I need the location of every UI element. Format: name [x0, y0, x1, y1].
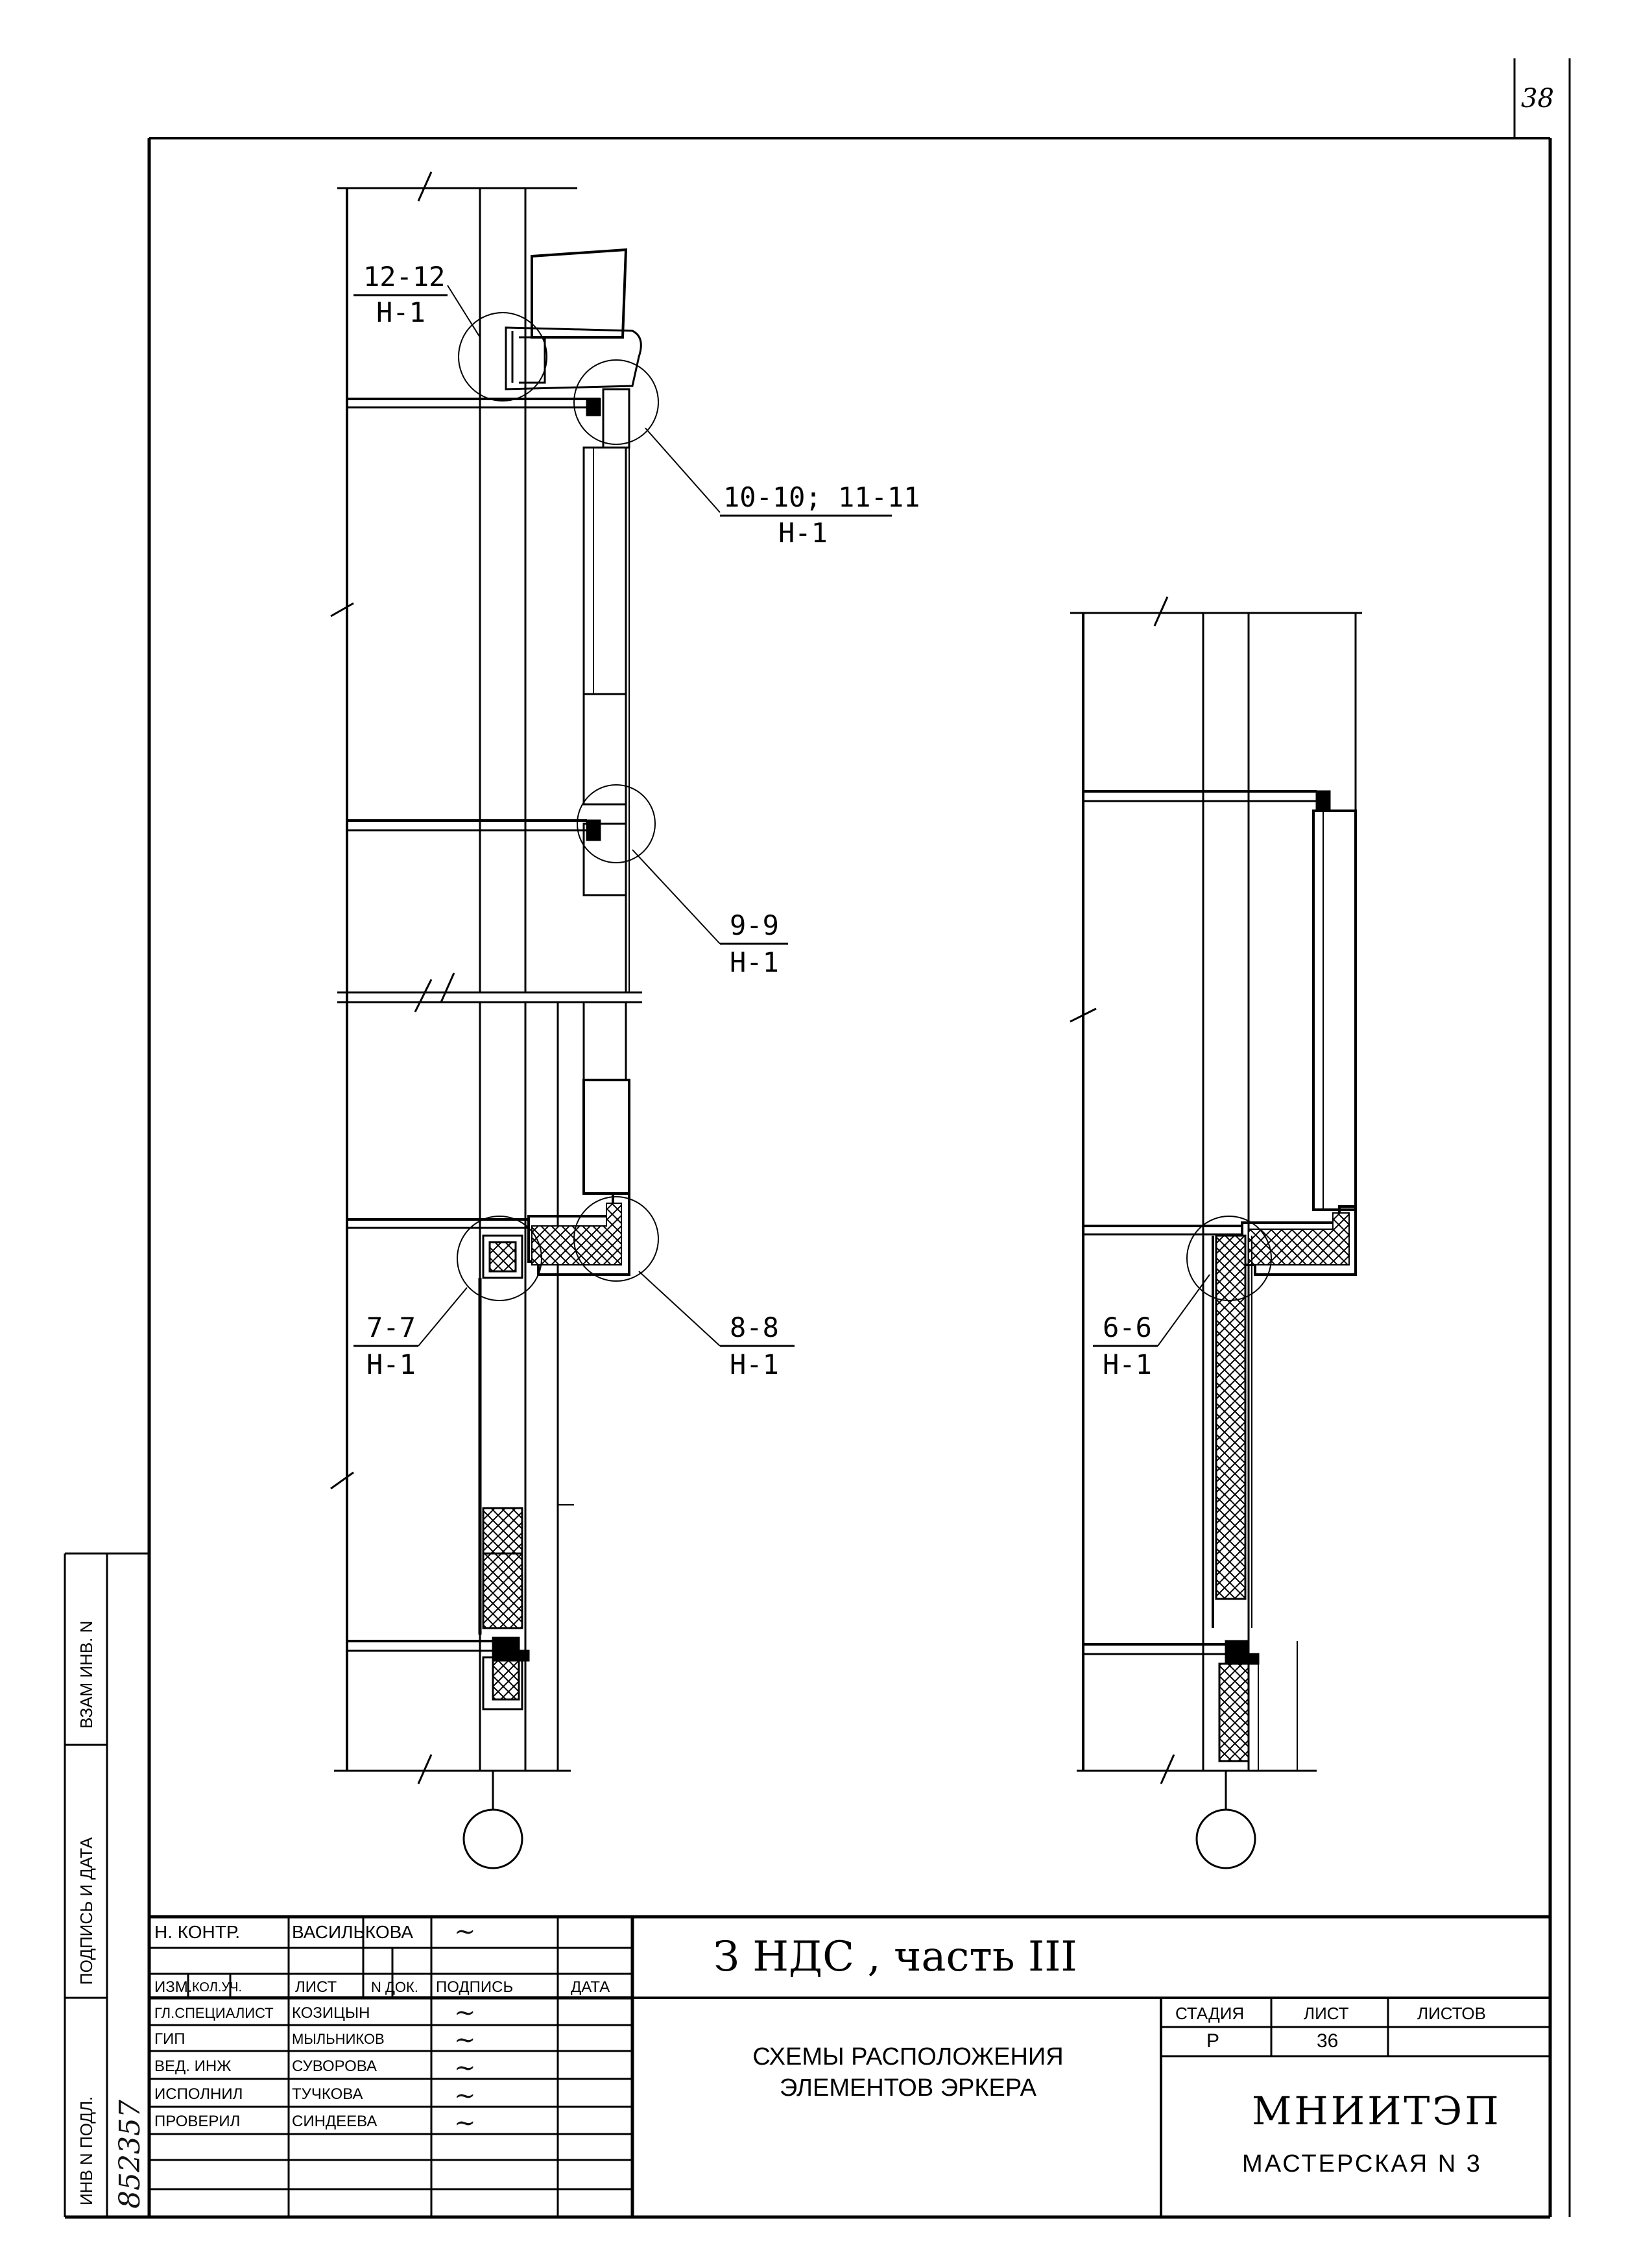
title-block-grid	[149, 1915, 1550, 2217]
right-elevation	[1070, 596, 1362, 1869]
callout-7-7-bottom: H-1	[366, 1349, 416, 1380]
row-name-3: СУВОРОВА	[292, 2057, 377, 2075]
left-elevation	[330, 171, 659, 1869]
sheet-header: ЛИСТ	[1304, 2004, 1349, 2023]
header-podpis: ПОДПИСЬ	[436, 1978, 514, 1996]
callout-12-12-bottom: H-1	[376, 296, 425, 328]
side-stamp-inv-original: ИНВ N ПОДЛ.	[77, 2096, 96, 2205]
row-name-4: ТУЧКОВА	[292, 2085, 363, 2103]
row-name-1: КОЗИЦЫН	[292, 2004, 370, 2022]
callout-10-10-top: 10-10; 11-11	[723, 481, 920, 513]
callout-7-7-top: 7-7	[366, 1312, 416, 1343]
stage-header: СТАДИЯ	[1175, 2004, 1245, 2023]
side-stamp-inv-number: 852357	[114, 2100, 147, 2209]
row-name-5: СИНДЕЕВА	[292, 2113, 377, 2130]
row-name-2: МЫЛЬНИКОВ	[292, 2031, 385, 2047]
callout-10-10-bottom: H-1	[778, 517, 828, 549]
nkontr-label: Н. КОНТР.	[154, 1922, 241, 1942]
nkontr-signature: ~	[454, 1917, 476, 1947]
callout-8-8-top: 8-8	[730, 1312, 779, 1343]
drawing-title-line-2: ЭЛЕМЕНТОВ ЭРКЕРА	[779, 2074, 1037, 2102]
signature-row-5: ~	[454, 2108, 476, 2138]
row-role-5: ПРОВЕРИЛ	[154, 2113, 241, 2130]
signature-row-1: ~	[454, 1998, 476, 2028]
callout-leaders	[353, 285, 1210, 1347]
callout-6-6-bottom: H-1	[1103, 1349, 1152, 1380]
header-izm: ИЗМ.	[154, 1978, 193, 1996]
header-data: ДАТА	[571, 1978, 610, 1996]
side-stamp-signature-date: ПОДПИСЬ И ДАТА	[77, 1837, 96, 1985]
header-list: ЛИСТ	[295, 1978, 337, 1996]
signature-row-4: ~	[454, 2081, 476, 2111]
organization-name: МНИИТЭП	[1252, 2089, 1502, 2134]
stage-value: Р	[1206, 2030, 1220, 2052]
sheets-header: ЛИСТОВ	[1417, 2004, 1486, 2023]
callout-6-6-top: 6-6	[1103, 1312, 1152, 1343]
row-role-4: ИСПОЛНИЛ	[154, 2085, 243, 2103]
page-corner-number: 38	[1521, 84, 1554, 114]
drawing-title-line-1: СХЕМЫ РАСПОЛОЖЕНИЯ	[752, 2043, 1064, 2070]
callout-9-9-top: 9-9	[730, 909, 779, 941]
callout-12-12-top: 12-12	[363, 261, 446, 293]
callout-8-8-bottom: H-1	[730, 1349, 779, 1380]
signature-row-3: ~	[454, 2053, 476, 2083]
workshop-name: МАСТЕРСКАЯ N 3	[1242, 2150, 1482, 2177]
sheet-value: 36	[1317, 2030, 1339, 2052]
row-role-1: ГЛ.СПЕЦИАЛИСТ	[154, 2005, 274, 2021]
row-role-3: ВЕД. ИНЖ	[154, 2057, 232, 2075]
callout-9-9-bottom: H-1	[730, 946, 779, 978]
side-stamp-grid	[64, 1552, 149, 2217]
row-role-2: ГИП	[154, 2030, 186, 2048]
side-stamp-replaced-inv: ВЗАМ ИНВ. N	[77, 1620, 96, 1729]
drawing-frame	[65, 58, 1571, 2219]
header-n-dok: N ДОК.	[371, 1979, 418, 1995]
nkontr-name: ВАСИЛЬКОВА	[292, 1922, 414, 1942]
signature-row-2: ~	[454, 2025, 476, 2055]
header-kol-uch: КОЛ.УЧ.	[192, 1980, 243, 1995]
project-name: З НДС , часть III	[713, 1933, 1077, 1981]
